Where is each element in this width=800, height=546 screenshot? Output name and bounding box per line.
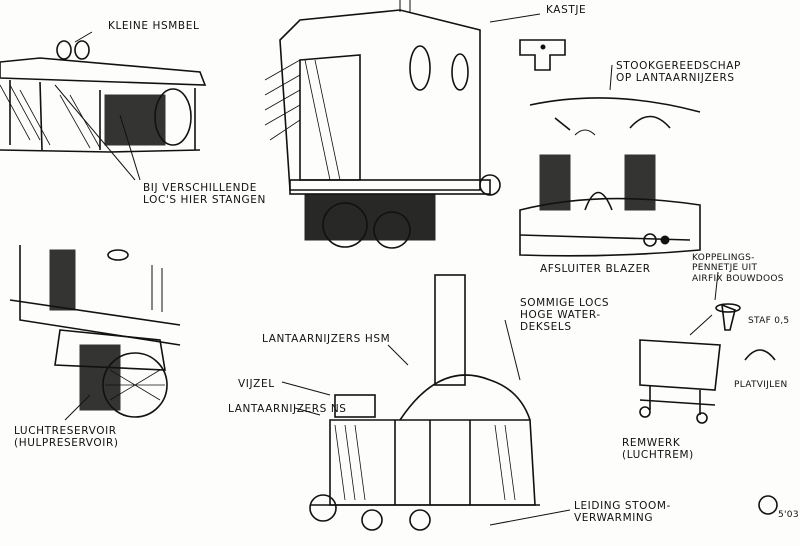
stookgereedschap-detail — [529, 64, 701, 136]
kastje-detail — [519, 39, 566, 71]
label-kastje: Kastje — [546, 4, 587, 16]
label-kleine-hsm-bel: Kleine HSMbel — [108, 20, 200, 32]
luchtreservoir-sketch — [9, 245, 181, 421]
loco-cab-front — [264, 0, 541, 249]
label-leiding-stoom: Leiding stoom- verwarming — [574, 500, 671, 525]
afsluiter-blazer-sketch — [519, 154, 701, 257]
label-staf: Staf 0,5 — [748, 316, 790, 326]
label-signature: 5'03 — [778, 510, 799, 520]
signature-mark — [758, 495, 778, 515]
remwerk-sketch — [639, 271, 776, 424]
label-lantaarnijzers-hsm: Lantaarnijzers HSM — [262, 333, 391, 345]
label-remwerk: Remwerk (Luchtrem) — [622, 437, 694, 462]
label-bij-verschillende: Bij verschillende Loc's hier stangen — [143, 182, 266, 207]
label-koppelingspennetje: Koppelings- pennetje uit Airfix bouwdoos — [692, 253, 784, 284]
label-luchtreservoir: Luchtreservoir (hulpreservoir) — [14, 425, 119, 450]
label-afsluiter-blazer: Afsluiter blazer — [540, 263, 651, 275]
tank-rear-sketch — [281, 274, 571, 531]
label-platvijlen: Platvijlen — [734, 380, 788, 390]
label-lantaarnijzers-ns: Lantaarnijzers NS — [228, 403, 347, 415]
cab-roof-sketch — [0, 31, 207, 181]
label-stookgereedschap: Stookgereedschap op lantaarnijzers — [616, 60, 741, 85]
label-sommige-locs: Sommige locs hoge water- deksels — [520, 297, 610, 334]
label-vuzel: Vijzel — [238, 378, 275, 390]
